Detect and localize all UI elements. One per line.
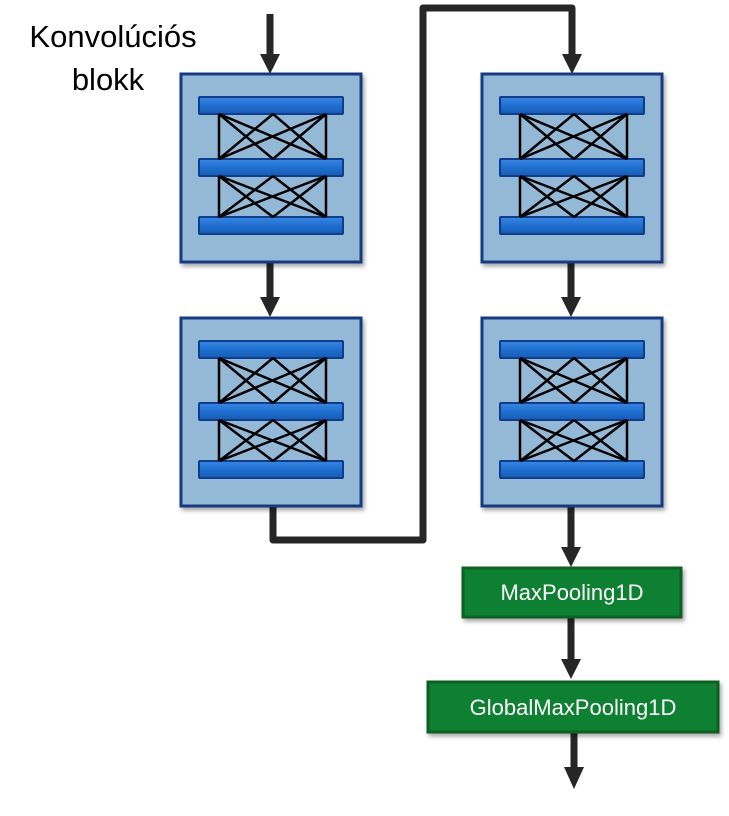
connection-line (218, 175, 274, 218)
globalmaxpool-box: GlobalMaxPooling1D (426, 680, 720, 734)
layer-bar (499, 402, 645, 421)
connection-pattern (217, 112, 328, 161)
conv-blocks (179, 72, 664, 508)
connection-line (519, 112, 628, 161)
title-label-line1: Konvolúciós (29, 19, 196, 54)
connection-line (218, 112, 327, 161)
output-arrow-head (564, 767, 584, 789)
input-arrow-head (260, 54, 280, 74)
conv-block (480, 72, 664, 264)
connection-pattern (518, 112, 629, 161)
connection-line (218, 174, 327, 219)
connectors (260, 4, 584, 789)
connection-line (573, 113, 628, 160)
connection-line (519, 174, 628, 219)
connection-pattern (217, 174, 328, 219)
layer-bar (499, 460, 645, 479)
layer-bar (198, 96, 344, 115)
connection-pattern (217, 356, 328, 405)
connection-line (519, 175, 575, 218)
maxpool-box: MaxPooling1D (461, 566, 683, 619)
globalmaxpool-label: GlobalMaxPooling1D (470, 695, 677, 720)
connection-line (519, 356, 628, 405)
layer-bar (198, 460, 344, 479)
connection-line (573, 419, 628, 462)
layer-bar (499, 158, 645, 177)
arrow-b2-b3-head (562, 54, 582, 74)
connection-pattern (518, 418, 629, 463)
arrow-pool-gpool-head (561, 659, 581, 679)
maxpool-label: MaxPooling1D (500, 580, 643, 605)
connection-line (573, 175, 628, 218)
connection-line (218, 419, 274, 462)
connector-b2-b3 (269, 4, 576, 544)
connection-line (218, 356, 327, 405)
layer-bar (198, 158, 344, 177)
title-label-line2: blokk (72, 62, 145, 97)
maxpool-rect (461, 566, 683, 619)
layer-bar (499, 340, 645, 359)
connection-line (519, 419, 575, 462)
connection-line (218, 113, 274, 160)
connection-line (272, 419, 327, 462)
arrow-b3-b4-head (561, 297, 581, 317)
layer-bar (198, 402, 344, 421)
arrow-b1-b2-head (260, 297, 280, 317)
conv-block (480, 316, 664, 508)
layer-bar (499, 216, 645, 235)
connection-line (272, 113, 327, 160)
connection-pattern (518, 174, 629, 219)
connection-line (573, 357, 628, 404)
connection-line (272, 175, 327, 218)
connection-line (218, 418, 327, 463)
connection-line (218, 357, 274, 404)
layer-bar (198, 216, 344, 235)
conv-block (179, 72, 363, 264)
connection-line (519, 357, 575, 404)
layer-bar (198, 340, 344, 359)
connection-pattern (217, 418, 328, 463)
layer-bar (499, 96, 645, 115)
globalmaxpool-rect (426, 680, 720, 734)
arrow-b4-pool-head (561, 547, 581, 567)
connection-line (272, 357, 327, 404)
connection-pattern (518, 356, 629, 405)
connection-line (519, 418, 628, 463)
connection-line (519, 113, 575, 160)
conv-block (179, 316, 363, 508)
